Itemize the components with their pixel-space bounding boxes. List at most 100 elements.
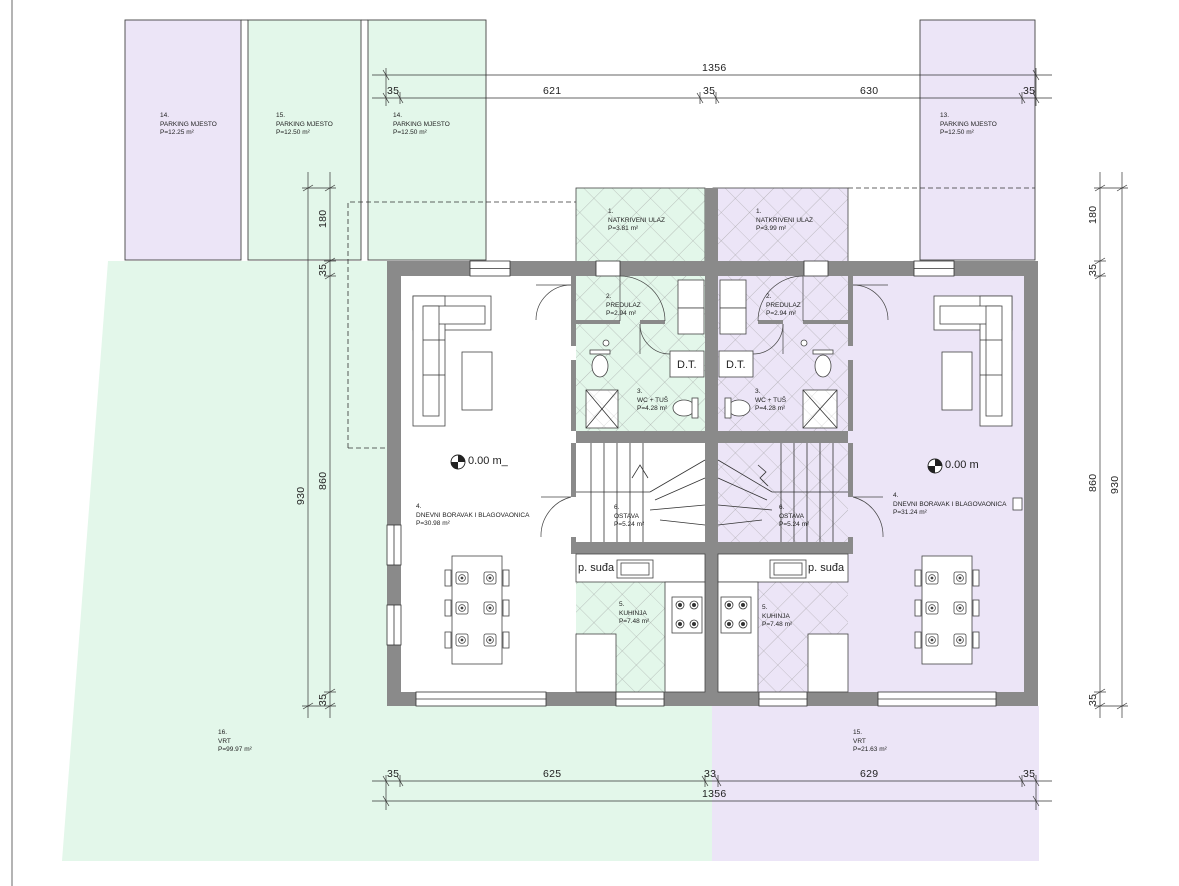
stair-right-floor — [718, 443, 848, 542]
svg-text:KUHINJA: KUHINJA — [762, 613, 790, 620]
svg-text:OSTAVA: OSTAVA — [614, 513, 640, 520]
svg-text:P=4.28 m²: P=4.28 m² — [637, 405, 668, 412]
svg-text:P=31.24 m²: P=31.24 m² — [893, 509, 928, 516]
svg-text:PARKING MJESTO: PARKING MJESTO — [940, 121, 997, 128]
dim-left-outer: 930 — [295, 487, 307, 505]
dt-box-left — [669, 350, 705, 378]
svg-text:5.: 5. — [762, 604, 768, 611]
svg-text:3.: 3. — [637, 388, 643, 395]
svg-text:NATKRIVENI ULAZ: NATKRIVENI ULAZ — [756, 217, 813, 224]
svg-text:13.: 13. — [940, 112, 949, 119]
svg-text:PARKING MJESTO: PARKING MJESTO — [393, 121, 450, 128]
svg-text:DNEVNI BORAVAK I BLAGOVAONICA: DNEVNI BORAVAK I BLAGOVAONICA — [893, 501, 1007, 508]
level-marker-right — [927, 458, 943, 474]
room-right-living-label: 4. DNEVNI BORAVAK I BLAGOVAONICA P=31.24… — [893, 492, 1007, 516]
parking-14a-label: 14. PARKING MJESTO P=12.25 m² — [160, 112, 217, 136]
svg-text:PARKING MJESTO: PARKING MJESTO — [276, 121, 333, 128]
garden-15-label: 15. VRT P=21.63 m² — [853, 729, 888, 753]
level-label-right: 0.00 m — [945, 459, 979, 471]
dining-left — [444, 555, 510, 665]
svg-text:1.: 1. — [756, 208, 762, 215]
parking-15-label: 15. PARKING MJESTO P=12.50 m² — [276, 112, 333, 136]
stair-left-floor — [576, 443, 705, 542]
svg-text:15.: 15. — [276, 112, 285, 119]
bathroom-left — [585, 339, 699, 429]
svg-text:OSTAVA: OSTAVA — [779, 513, 805, 520]
dt-box-right — [718, 350, 754, 378]
dim-right-2: 860 — [1087, 474, 1099, 492]
walls — [387, 188, 1038, 706]
svg-text:4.: 4. — [416, 503, 422, 510]
stairs-right — [717, 443, 848, 542]
room-left-kitchen-label: 5. KUHINJA P=7.48 m² — [619, 601, 650, 625]
svg-text:P=99.97 m²: P=99.97 m² — [218, 746, 253, 753]
level-label-left: 0.00 m_ — [468, 455, 509, 467]
sofa-left — [412, 295, 492, 427]
level-marker-left — [450, 454, 466, 470]
svg-text:P=12.50 m²: P=12.50 m² — [393, 129, 428, 136]
svg-text:P=21.63 m²: P=21.63 m² — [853, 746, 888, 753]
room-right-entrance-label: 1. NATKRIVENI ULAZ P=3.99 m² — [756, 208, 813, 232]
sofa-right — [933, 295, 1013, 427]
svg-text:1.: 1. — [608, 208, 614, 215]
dim-bottom-total: 1356 — [702, 788, 727, 800]
parking-13-label: 13. PARKING MJESTO P=12.50 m² — [940, 112, 997, 136]
svg-text:14.: 14. — [160, 112, 169, 119]
dim-bottom-2: 33 — [704, 768, 716, 780]
parking-spots — [124, 19, 1036, 261]
svg-text:P=3.99 m²: P=3.99 m² — [756, 225, 787, 232]
svg-text:P=30.98 m²: P=30.98 m² — [416, 520, 451, 527]
dim-bottom-4: 35 — [1023, 768, 1035, 780]
dim-top-0: 35 — [387, 85, 399, 97]
dim-top-1: 621 — [543, 85, 561, 97]
svg-text:PREDULAZ: PREDULAZ — [606, 302, 641, 309]
room-left-living-label: 4. DNEVNI BORAVAK I BLAGOVAONICA P=30.98… — [416, 503, 530, 527]
room-right-wc-label: 3. WC + TUŠ P=4.28 m² — [755, 388, 787, 412]
parking-14b-label: 14. PARKING MJESTO P=12.50 m² — [393, 112, 450, 136]
svg-text:P=7.48 m²: P=7.48 m² — [619, 618, 650, 625]
svg-text:P=12.50 m²: P=12.50 m² — [276, 129, 311, 136]
svg-text:P=3.81 m²: P=3.81 m² — [608, 225, 639, 232]
svg-text:14.: 14. — [393, 112, 402, 119]
wall-socket-right — [1012, 497, 1023, 511]
doors — [535, 275, 889, 538]
dim-bottom-3: 629 — [860, 768, 878, 780]
sink-label-right: p. suđa — [808, 562, 845, 574]
svg-text:KUHINJA: KUHINJA — [619, 610, 647, 617]
garden-right-zone — [712, 706, 1039, 861]
dimension-lines — [302, 68, 1128, 810]
dim-top-total: 1356 — [702, 62, 727, 74]
entrance-left-floor — [575, 187, 706, 263]
coffee-table-right — [941, 351, 973, 411]
svg-text:P=5.24 m²: P=5.24 m² — [614, 521, 645, 528]
svg-text:4.: 4. — [893, 492, 899, 499]
svg-text:15.: 15. — [853, 729, 862, 736]
svg-text:P=12.25 m²: P=12.25 m² — [160, 129, 195, 136]
dim-left-2: 860 — [317, 472, 329, 490]
svg-text:16.: 16. — [218, 729, 227, 736]
bathroom-right — [724, 339, 838, 429]
dining-right — [914, 555, 980, 665]
svg-text:VRT: VRT — [853, 738, 866, 745]
svg-text:VRT: VRT — [218, 738, 231, 745]
svg-text:6.: 6. — [614, 504, 620, 511]
dim-left-3: 35 — [317, 694, 329, 706]
svg-text:P=4.28 m²: P=4.28 m² — [755, 405, 786, 412]
wardrobes — [677, 279, 747, 335]
dashed-outline — [347, 187, 1035, 449]
svg-text:3.: 3. — [755, 388, 761, 395]
svg-text:5.: 5. — [619, 601, 625, 608]
svg-text:6.: 6. — [779, 504, 785, 511]
entrance-right-floor — [712, 187, 849, 263]
dim-top-3: 630 — [860, 85, 878, 97]
room-left-storage-label: 6. OSTAVA P=5.24 m² — [614, 504, 645, 528]
svg-text:NATKRIVENI ULAZ: NATKRIVENI ULAZ — [608, 217, 665, 224]
dim-right-outer: 930 — [1109, 476, 1121, 494]
garden-16-label: 16. VRT P=99.97 m² — [218, 729, 253, 753]
dim-bottom-1: 625 — [543, 768, 561, 780]
stairs-left — [576, 443, 706, 542]
room-right-hall-label: 2. PREDULAZ P=2.94 m² — [766, 293, 801, 317]
svg-text:PARKING MJESTO: PARKING MJESTO — [160, 121, 217, 128]
dim-top-4: 35 — [1023, 85, 1035, 97]
svg-text:2.: 2. — [766, 293, 772, 300]
